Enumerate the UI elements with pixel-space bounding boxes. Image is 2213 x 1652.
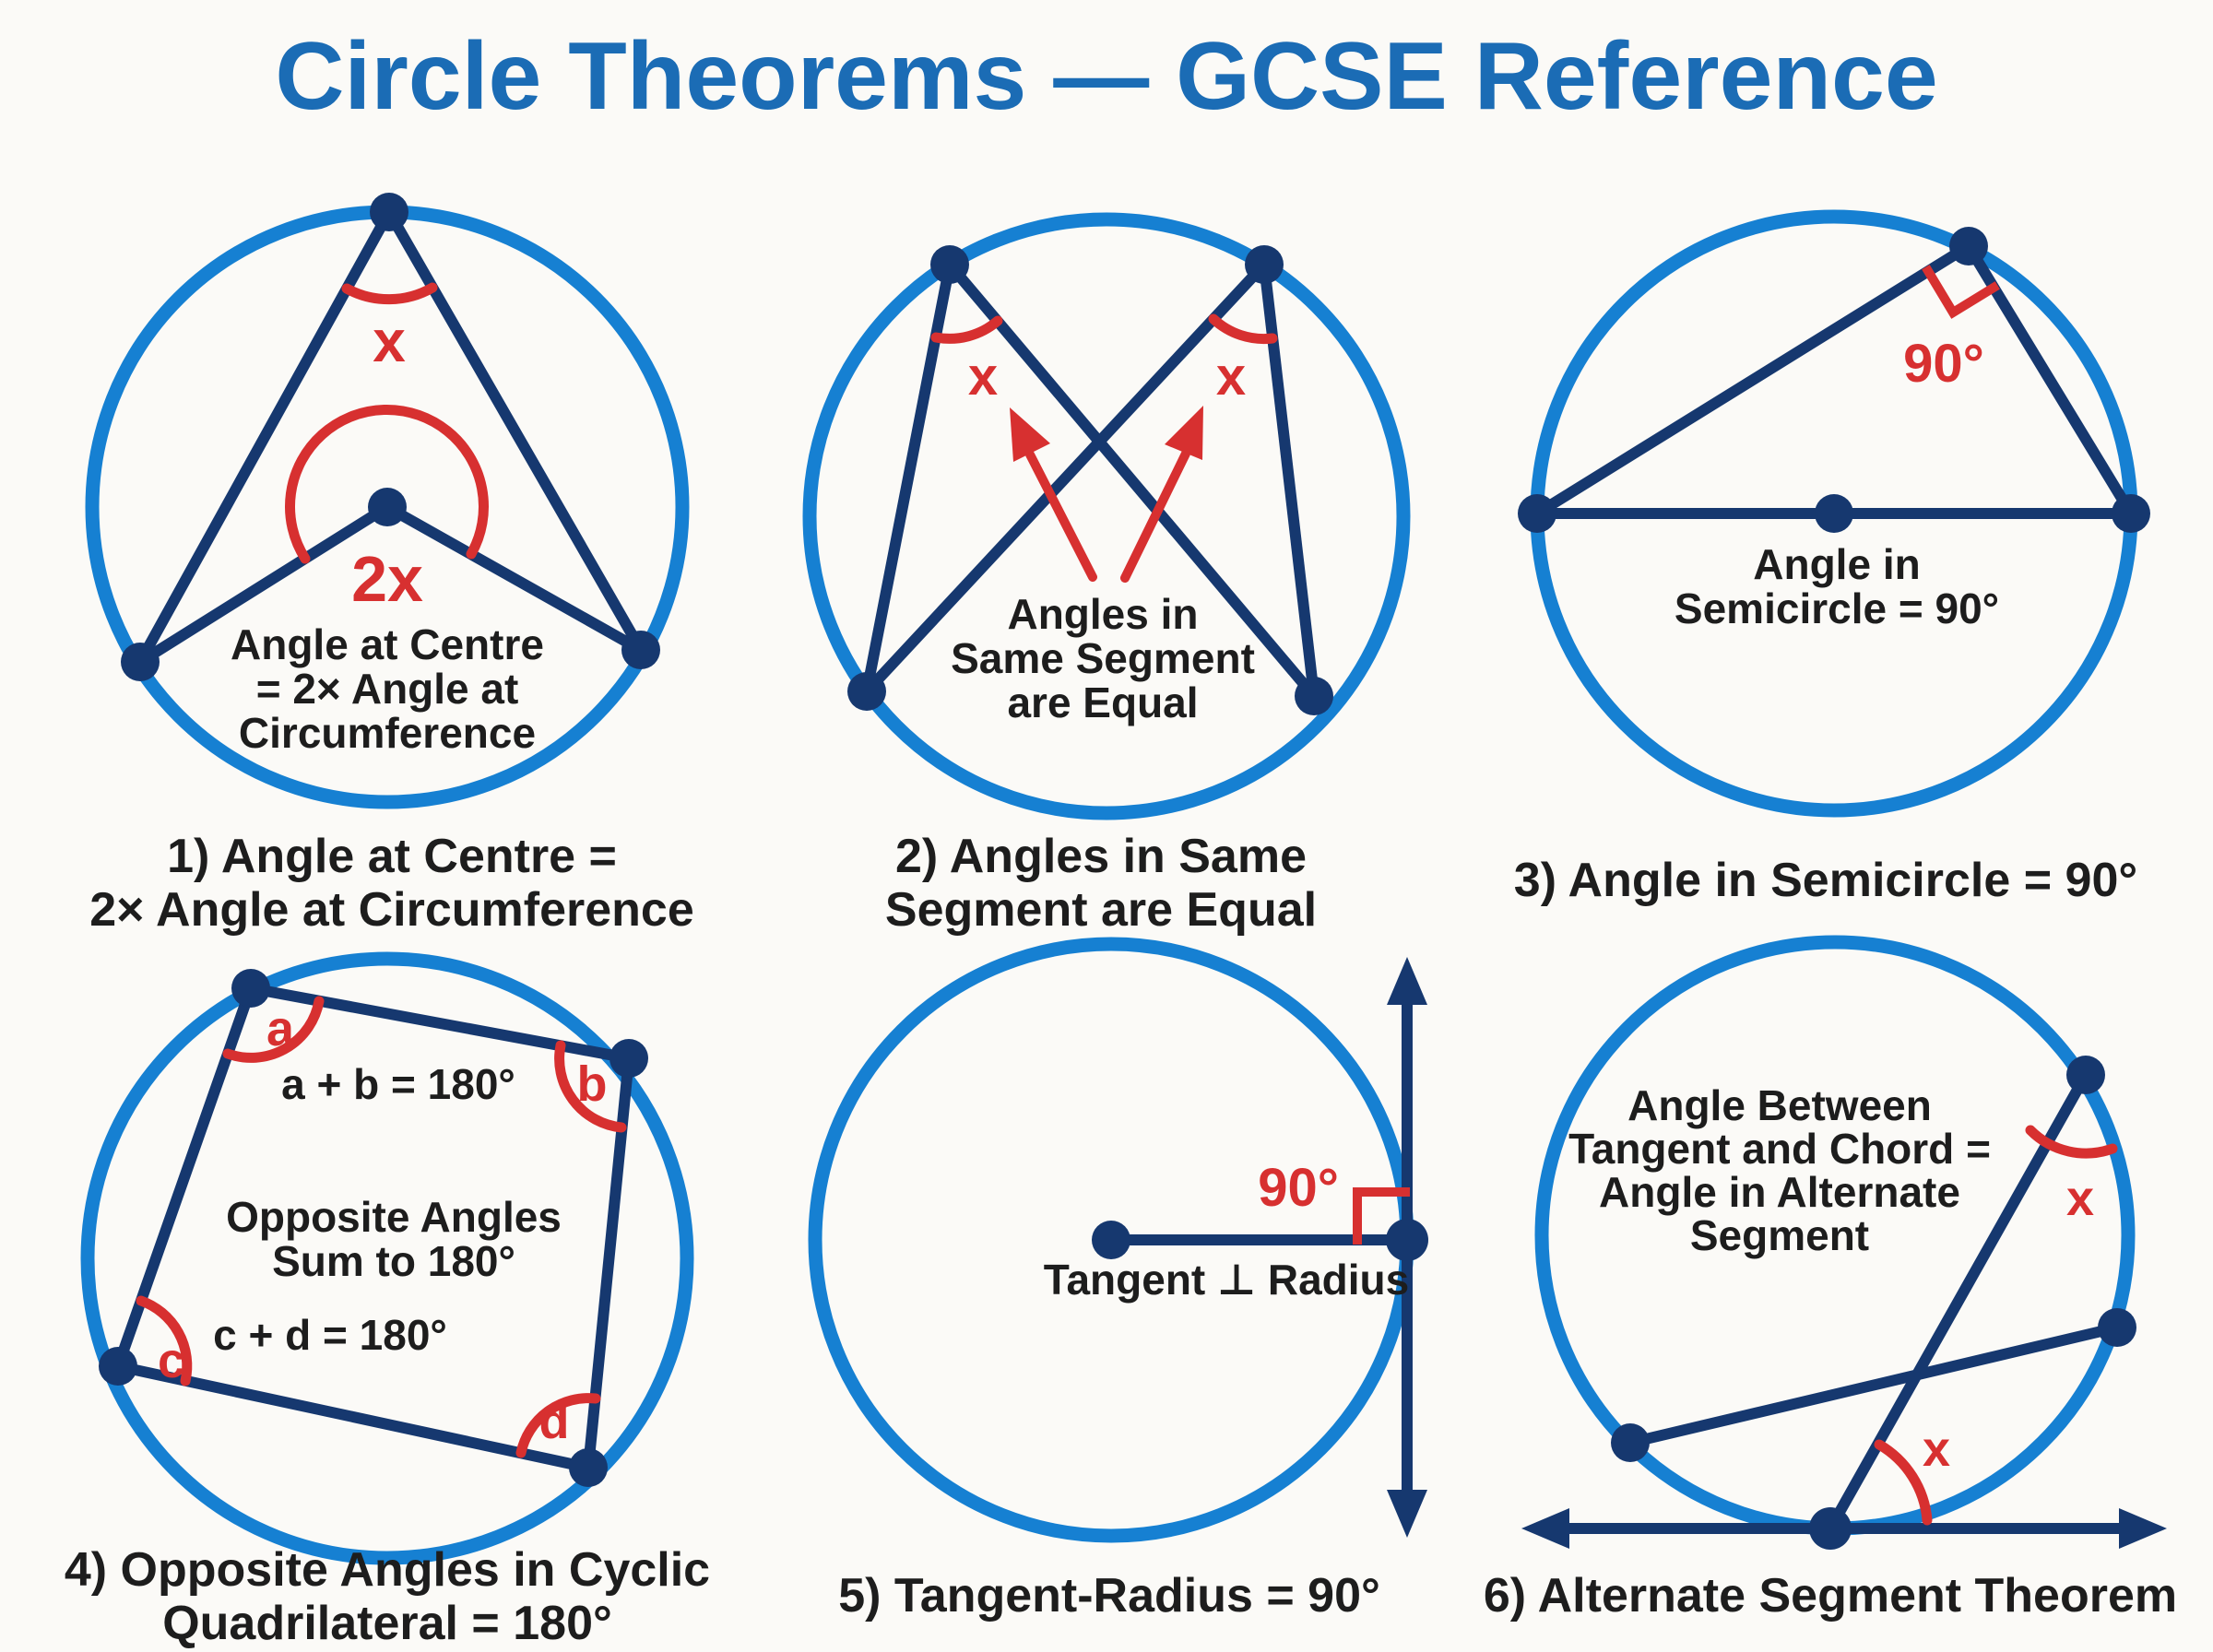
diagram-6-alternate-segment: x x Angle Between Tangent and Chord = An… <box>1484 935 2177 1622</box>
point-dot <box>1295 677 1333 715</box>
diagram-4-cyclic-quadrilateral: a b c d a + b = 180° Opposite Angles Sum… <box>65 951 710 1650</box>
right-angle-mark <box>1353 1187 1410 1245</box>
caption-line: 3) Angle in Semicircle = 90° <box>1514 854 2137 907</box>
caption-line: 2× Angle at Circumference <box>89 883 694 937</box>
angle-label-2x: 2x <box>351 543 423 615</box>
centre-dot <box>1092 1221 1130 1259</box>
equation-bottom: c + d = 180° <box>213 1311 447 1359</box>
note-line: Angle in Alternate <box>1599 1168 1960 1216</box>
caption-line: 6) Alternate Segment Theorem <box>1484 1569 2177 1622</box>
arrow-head <box>1010 407 1050 462</box>
radius-line <box>135 502 393 667</box>
angle-arc-right <box>1208 313 1278 345</box>
chord <box>861 259 1270 697</box>
angle-arc-c <box>136 1295 193 1386</box>
angle-arc-a <box>222 996 325 1063</box>
point-dot <box>609 1039 648 1078</box>
note-line: Angle Between <box>1627 1081 1932 1129</box>
caption-line: Quadrilateral = 180° <box>162 1597 612 1650</box>
point-dot <box>2112 494 2150 533</box>
right-angle-mark <box>1922 265 2000 319</box>
tangent-point-dot <box>1386 1219 1428 1261</box>
angle-label-x-left: x <box>968 347 998 407</box>
angle-label-x-right: x <box>1216 347 1246 407</box>
angle-label-x-bottom: x <box>1923 1422 1950 1477</box>
circle-outline <box>80 951 694 1565</box>
circle-outline <box>802 212 1411 820</box>
note-line: Semicircle = 90° <box>1675 584 1999 632</box>
point-dot <box>569 1448 608 1487</box>
point-dot <box>1245 245 1284 284</box>
arrow-head-right <box>2119 1508 2167 1549</box>
vertex-label-c: c <box>158 1333 185 1388</box>
arrow-head-left <box>1521 1508 1569 1549</box>
angle-arc-left <box>930 315 1003 344</box>
note-line: Angle at Centre <box>231 620 544 668</box>
chord <box>1532 241 1974 519</box>
arrow-head <box>1165 406 1203 460</box>
angle-arc-centre-reflex <box>285 405 489 564</box>
point-dot <box>847 672 886 711</box>
diagram-2-same-segment: x x Angles in Same Segment are Equal 2) … <box>802 212 1411 937</box>
caption-line: Segment are Equal <box>885 883 1317 937</box>
angle-label-90: 90° <box>1903 334 1984 394</box>
note-line: Same Segment <box>951 634 1255 682</box>
diagram-3-semicircle: 90° Angle in Semicircle = 90° 3) Angle i… <box>1514 209 2150 907</box>
angle-arc-bottom <box>1874 1439 1933 1526</box>
diagram-5-tangent-radius: 90° Tangent ⊥ Radius 5) Tangent-Radius =… <box>808 937 1428 1622</box>
note-line: Tangent ⊥ Radius <box>1044 1256 1409 1304</box>
point-dot <box>2098 1308 2136 1347</box>
point-dot <box>2066 1056 2105 1094</box>
angle-label-x-top: x <box>2066 1171 2094 1226</box>
diagram-1-angle-at-centre: x 2x Angle at Centre = 2× Angle at Circu… <box>85 193 694 937</box>
vertex-label-a: a <box>266 1001 295 1056</box>
tangent-point-dot <box>1809 1507 1852 1550</box>
point-dot <box>1518 494 1556 533</box>
chord <box>1259 259 1320 702</box>
note-line: Angles in <box>1007 590 1198 638</box>
chord <box>1625 1322 2123 1448</box>
caption-line: 4) Opposite Angles in Cyclic <box>65 1543 710 1597</box>
point-dot <box>121 643 160 681</box>
angle-arc-top <box>2025 1125 2118 1159</box>
point-dot <box>99 1347 137 1386</box>
note-line: Angle in <box>1753 540 1920 588</box>
angle-label-x: x <box>373 308 406 374</box>
centre-dot <box>1815 494 1853 533</box>
chord <box>1825 1069 2091 1534</box>
arrow-head-up <box>1387 957 1427 1005</box>
note-line: Segment <box>1690 1211 1869 1259</box>
vertex-label-d: d <box>539 1394 570 1449</box>
note-line: = 2× Angle at <box>256 665 519 713</box>
vertex-label-b: b <box>577 1056 608 1112</box>
point-dot <box>930 245 969 284</box>
point-dot <box>231 969 270 1008</box>
chord <box>944 259 1320 702</box>
caption-line: 1) Angle at Centre = <box>167 830 617 883</box>
caption-line: 5) Tangent-Radius = 90° <box>838 1569 1380 1622</box>
point-dot <box>1949 227 1988 266</box>
angle-arc-b <box>554 1040 627 1133</box>
arrow-line <box>1025 450 1097 582</box>
note-line: Opposite Angles <box>226 1193 562 1241</box>
note-line: are Equal <box>1007 678 1198 726</box>
angle-arc-apex <box>341 282 438 305</box>
radius-line <box>382 502 646 655</box>
angle-label-90: 90° <box>1258 1158 1339 1218</box>
note-line: Tangent and Chord = <box>1568 1125 1991 1173</box>
arrow-head-down <box>1387 1490 1427 1538</box>
note-line: Circumference <box>239 709 536 757</box>
point-dot <box>1611 1423 1650 1462</box>
point-dot <box>621 631 660 669</box>
arrow-line <box>1120 449 1190 583</box>
note-line: Sum to 180° <box>272 1237 515 1285</box>
centre-dot <box>368 488 407 526</box>
page-title: Circle Theorems — GCSE Reference <box>275 23 1937 130</box>
point-dot <box>370 193 408 231</box>
angle-arc-d <box>515 1393 601 1458</box>
equation-top: a + b = 180° <box>281 1060 515 1108</box>
caption-line: 2) Angles in Same <box>895 830 1307 883</box>
